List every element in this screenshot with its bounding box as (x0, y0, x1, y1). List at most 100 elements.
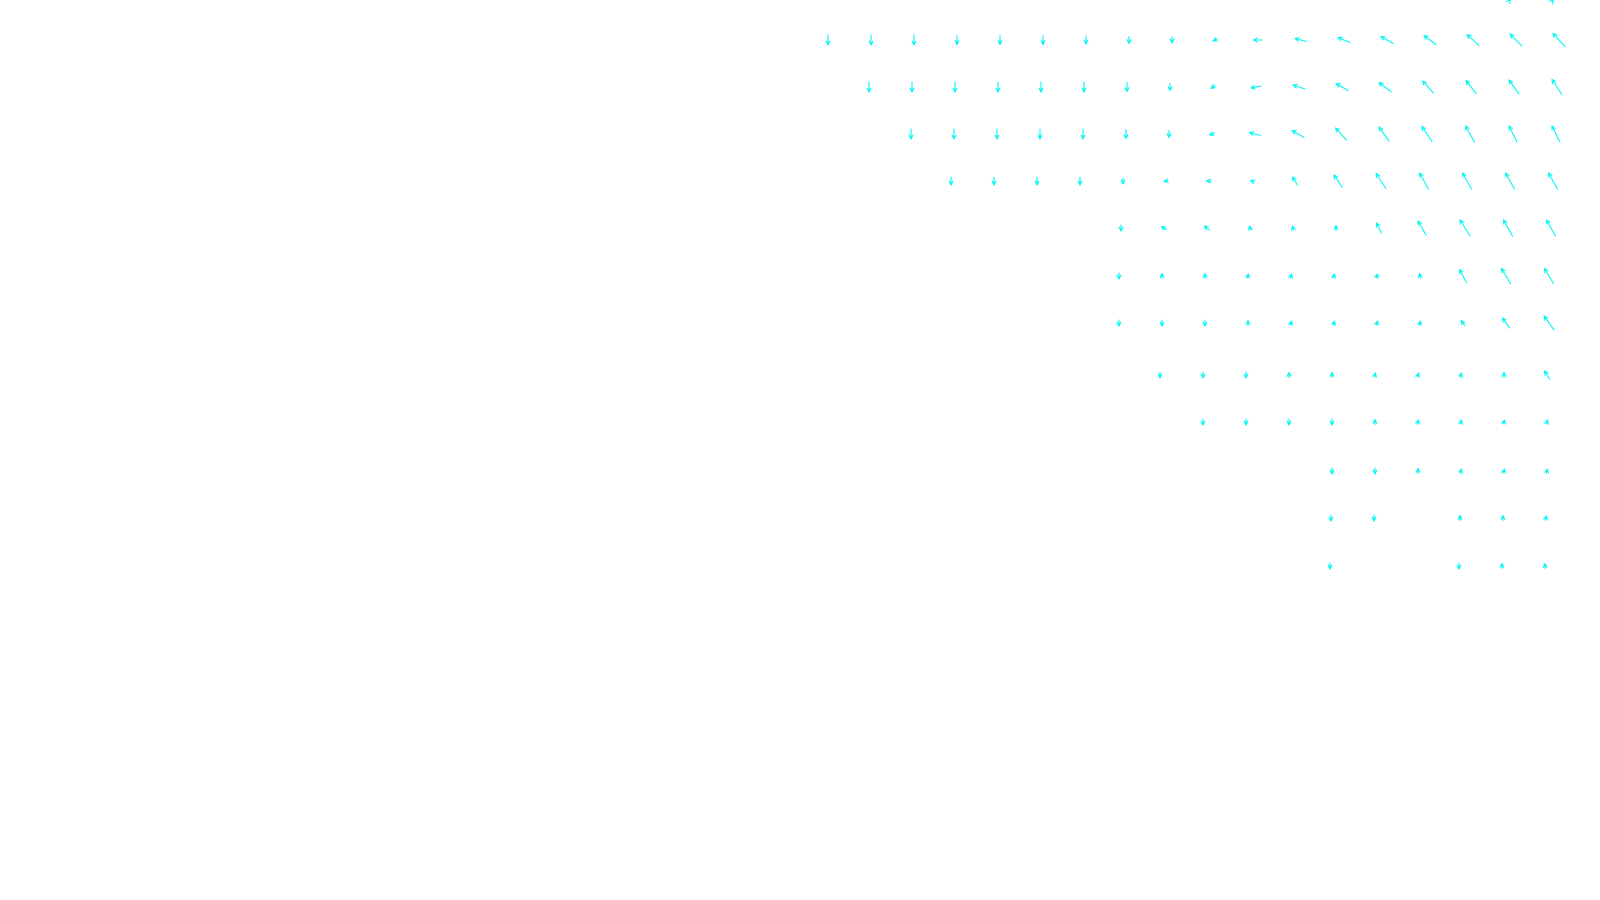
vector-arrow (1551, 125, 1561, 143)
arrow-head (1331, 320, 1336, 326)
vector-arrow (1551, 78, 1563, 96)
vector-arrow (1329, 371, 1335, 379)
arrow-shaft (1378, 126, 1390, 142)
arrow-head (1372, 418, 1378, 424)
vector-arrow (1457, 514, 1463, 522)
arrow-head (1500, 267, 1506, 274)
arrow-head (1163, 178, 1169, 183)
vector-arrow (1501, 419, 1506, 425)
vector-arrow (1337, 36, 1351, 44)
vector-arrow (1208, 131, 1216, 136)
arrow-head (1508, 125, 1513, 131)
vector-arrow (1375, 222, 1383, 234)
arrow-head (1333, 224, 1339, 230)
arrow-head (954, 40, 960, 46)
vector-arrow (1506, 0, 1511, 5)
arrow-head (1329, 420, 1335, 426)
arrow-head (1123, 134, 1129, 140)
vector-arrow (1286, 418, 1292, 426)
arrow-head (991, 180, 997, 186)
vector-arrow (1250, 84, 1262, 90)
arrow-head (1202, 272, 1208, 278)
arrow-head (1499, 562, 1505, 568)
arrow-head (1157, 373, 1163, 379)
arrow-head (1421, 80, 1427, 86)
arrow-head (1375, 222, 1381, 228)
vector-arrow (868, 34, 874, 46)
vector-arrow (1169, 36, 1175, 44)
arrow-head (1378, 126, 1384, 132)
vector-arrow (1038, 81, 1044, 93)
arrow-head (1506, 0, 1511, 5)
arrow-head (1200, 373, 1206, 379)
vector-arrow (1552, 32, 1566, 48)
arrow-shaft (1465, 79, 1477, 95)
arrow-head (1328, 516, 1334, 522)
vector-arrow (1202, 272, 1208, 280)
arrow-head (1374, 273, 1379, 279)
vector-arrow (1542, 562, 1548, 570)
vector-arrow (1248, 225, 1253, 231)
vector-arrow (948, 176, 954, 186)
vector-arrow (1418, 172, 1430, 190)
vector-arrow (1508, 125, 1518, 143)
arrow-head (1286, 420, 1292, 426)
vector-arrow (1501, 468, 1506, 474)
arrow-shaft (1502, 219, 1514, 237)
arrow-head (1545, 219, 1551, 225)
vector-arrow (1464, 125, 1476, 143)
arrow-head (1040, 40, 1046, 46)
arrow-head (1333, 174, 1339, 180)
arrow-shaft (1551, 78, 1563, 96)
arrow-head (1292, 83, 1298, 89)
arrow-head (1375, 172, 1381, 179)
vector-arrow (954, 34, 960, 46)
arrow-head (1329, 371, 1335, 377)
arrow-shaft (1543, 267, 1555, 285)
arrow-head (1205, 178, 1211, 184)
arrow-head (1543, 370, 1549, 376)
arrow-head (1038, 87, 1044, 93)
arrow-head (1116, 321, 1122, 327)
arrow-head (1547, 172, 1553, 178)
arrow-shaft (1458, 268, 1468, 284)
arrow-head (1418, 172, 1424, 178)
vector-arrow (991, 176, 997, 186)
arrow-head (1543, 515, 1548, 521)
arrow-head (997, 40, 1003, 46)
vector-arrow (1160, 225, 1168, 231)
arrow-head (1508, 79, 1514, 85)
vector-arrow (1116, 272, 1122, 280)
arrow-shaft (1418, 172, 1430, 190)
arrow-head (1202, 321, 1208, 327)
vector-arrow (825, 34, 831, 46)
arrow-head (1371, 516, 1377, 522)
vector-arrow (1466, 33, 1480, 47)
vector-arrow (1166, 129, 1172, 139)
vector-arrow (1501, 317, 1511, 329)
arrow-shaft (1417, 220, 1427, 236)
arrow-shaft (1545, 219, 1557, 237)
arrow-shaft (1294, 37, 1308, 43)
arrow-head (908, 134, 914, 140)
arrow-head (825, 40, 831, 46)
vector-arrow (1372, 467, 1378, 475)
vector-arrow (1200, 418, 1206, 426)
vector-arrow (1034, 176, 1040, 186)
arrow-shaft (1501, 317, 1511, 329)
arrow-head (1243, 373, 1249, 379)
arrow-shaft (1291, 176, 1299, 186)
arrow-shaft (1509, 33, 1523, 47)
vector-arrow (1458, 268, 1468, 284)
arrow-head (1210, 84, 1216, 90)
vector-arrow (1465, 79, 1477, 95)
vector-arrow (1159, 319, 1165, 327)
vector-arrow (1544, 468, 1549, 474)
vector-arrow (1333, 224, 1339, 232)
vector-arrow (1243, 371, 1249, 379)
arrow-shaft (1375, 222, 1383, 234)
arrow-head (1423, 34, 1429, 40)
arrow-head (1380, 35, 1386, 41)
arrow-head (1160, 225, 1167, 231)
vector-arrow (1543, 370, 1551, 380)
